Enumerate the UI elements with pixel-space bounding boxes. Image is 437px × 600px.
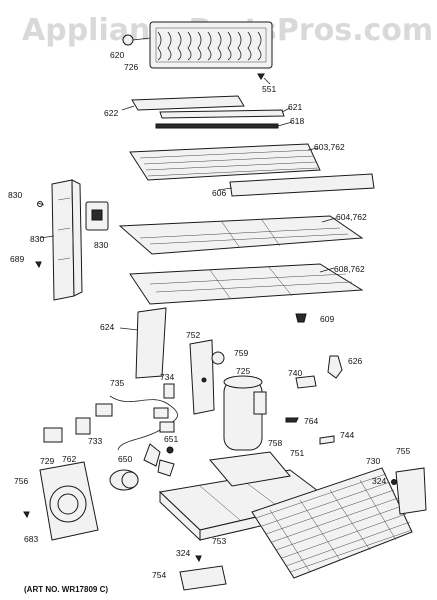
art-number: (ART NO. WR17809 C) — [24, 585, 108, 594]
label-830-c: 830 — [94, 240, 108, 250]
strip-606 — [229, 173, 375, 197]
label-618: 618 — [290, 116, 304, 126]
shelf-603 — [129, 143, 321, 181]
screw-683 — [23, 511, 30, 519]
label-729: 729 — [40, 456, 54, 466]
fan-650 — [109, 443, 175, 491]
label-726: 726 — [124, 62, 138, 72]
label-604: 604,762 — [336, 212, 367, 222]
label-651: 651 — [164, 434, 178, 444]
block-754 — [179, 565, 227, 591]
label-744: 744 — [340, 430, 354, 440]
grommet-620 — [122, 34, 134, 46]
label-754: 754 — [152, 570, 166, 580]
part-764 — [285, 417, 299, 423]
label-755: 755 — [396, 446, 410, 456]
label-603: 603,762 — [314, 142, 345, 152]
screw-689 — [35, 261, 42, 269]
label-551: 551 — [262, 84, 276, 94]
label-620: 620 — [110, 50, 124, 60]
label-725: 725 — [236, 366, 250, 376]
shroud-756 — [39, 461, 99, 541]
label-735: 735 — [110, 378, 124, 388]
bracket-755 — [395, 467, 427, 515]
label-608: 608,762 — [334, 264, 365, 274]
label-606: 606 — [212, 188, 226, 198]
nut-651 — [166, 446, 174, 454]
duct-624 — [135, 307, 167, 379]
label-622: 622 — [104, 108, 118, 118]
screw-551 — [257, 73, 265, 80]
label-689: 689 — [10, 254, 24, 264]
part-729 — [43, 427, 63, 443]
label-734: 734 — [160, 372, 174, 382]
bracket-752 — [189, 339, 215, 415]
part-759 — [211, 351, 225, 365]
label-759: 759 — [234, 348, 248, 358]
base-751 — [209, 451, 291, 487]
relay-626 — [327, 355, 343, 379]
part-744 — [319, 435, 335, 445]
clip-609 — [295, 313, 307, 323]
shelf-608 — [129, 263, 364, 305]
part-740 — [295, 375, 317, 389]
label-753: 753 — [212, 536, 226, 546]
label-324-a: 324 — [372, 476, 386, 486]
part-734 — [163, 383, 175, 399]
channel-622 — [131, 95, 245, 111]
side-rail-830 — [51, 179, 83, 301]
bracket-830 — [85, 201, 109, 231]
label-683: 683 — [24, 534, 38, 544]
label-751: 751 — [290, 448, 304, 458]
label-609: 609 — [320, 314, 334, 324]
label-733: 733 — [88, 436, 102, 446]
label-758: 758 — [268, 438, 282, 448]
label-762: 762 — [62, 454, 76, 464]
label-626: 626 — [348, 356, 362, 366]
evaporator-assembly — [149, 21, 273, 69]
shelf-604 — [118, 215, 364, 255]
compressor-725 — [223, 375, 267, 451]
condenser-730 — [251, 467, 413, 579]
harness-735 — [109, 395, 178, 451]
label-830-b: 830 — [30, 234, 44, 244]
screw-324-b — [195, 555, 202, 563]
label-650: 650 — [118, 454, 132, 464]
label-830-a: 830 — [8, 190, 22, 200]
label-752: 752 — [186, 330, 200, 340]
label-764: 764 — [304, 416, 318, 426]
rod-618 — [155, 123, 279, 129]
rail-621 — [159, 109, 285, 119]
label-740: 740 — [288, 368, 302, 378]
label-730: 730 — [366, 456, 380, 466]
label-756: 756 — [14, 476, 28, 486]
screw-324-a — [391, 479, 397, 485]
label-624: 624 — [100, 322, 114, 332]
label-324-b: 324 — [176, 548, 190, 558]
label-621: 621 — [288, 102, 302, 112]
connector-733 — [75, 417, 91, 435]
